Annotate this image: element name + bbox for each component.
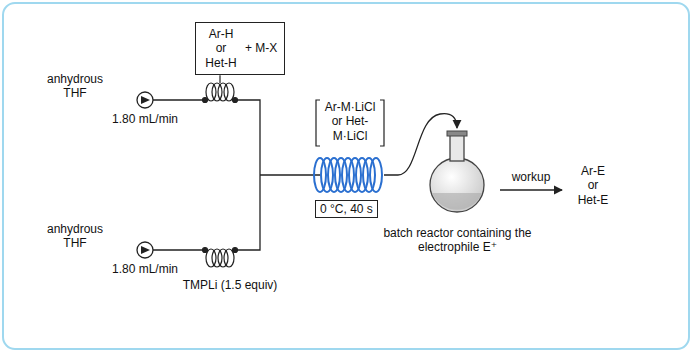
- sample-loop: [203, 83, 238, 103]
- step-label: workup: [500, 170, 562, 184]
- box-subtext: + M-X: [245, 41, 277, 55]
- box-text: Ar-H or Het-H: [203, 27, 239, 70]
- workup-arrow: [500, 189, 562, 190]
- box-text: 0 °C, 40 s: [320, 202, 373, 216]
- sample-loop: [203, 248, 238, 268]
- pump: [137, 92, 153, 108]
- reactor-label: batch reactor containing the electrophil…: [370, 226, 545, 255]
- frame: [3, 3, 689, 349]
- coil-reactor: [314, 158, 382, 192]
- feed-line: [219, 75, 220, 83]
- tubing: [153, 100, 320, 250]
- flow-rate: 1.80 mL/min: [105, 262, 185, 276]
- base-label: TMPLi (1.5 equiv): [170, 278, 290, 292]
- flow-rate: 1.80 mL/min: [105, 112, 185, 126]
- product-label: Ar-E or Het-E: [575, 164, 611, 207]
- pump: [137, 242, 153, 258]
- bracket: [316, 100, 384, 146]
- conditions-box: 0 °C, 40 s: [315, 200, 378, 218]
- solvent-label: anhydrous THF: [40, 72, 110, 101]
- intermediate-label: Ar-M·LiCl or Het-M·LiCl: [320, 100, 380, 143]
- round-bottom-flask: [430, 131, 484, 212]
- coil-winding: [370, 158, 382, 192]
- reagent-box: Ar-H or Het-H + M-X: [195, 22, 285, 75]
- solvent-label: anhydrous THF: [40, 222, 110, 251]
